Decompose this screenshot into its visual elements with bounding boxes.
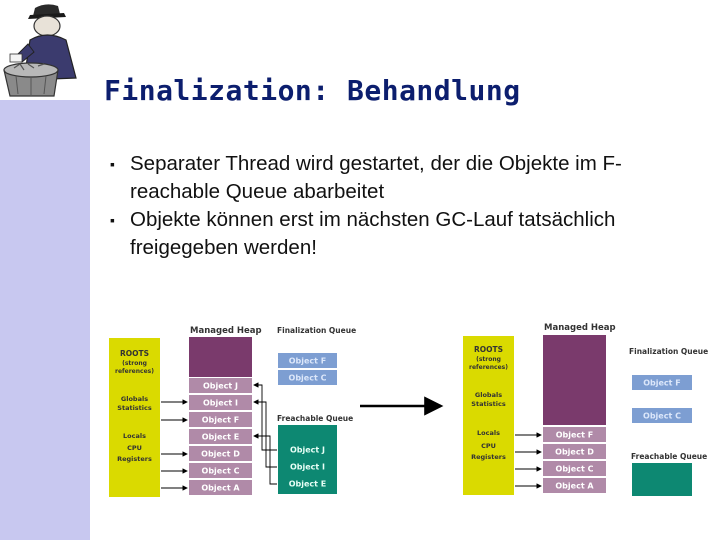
heap-objects: Object J Object I Object F Object E Object D… bbox=[189, 378, 252, 495]
globals-label: Globals bbox=[121, 395, 148, 403]
freachable-object-label: Object I bbox=[290, 463, 325, 472]
heap-object bbox=[189, 463, 252, 478]
freachable-object-label: Object E bbox=[289, 480, 327, 489]
freachable-object bbox=[278, 442, 337, 457]
roots-label: (strong bbox=[122, 360, 147, 367]
finalization-object bbox=[632, 375, 692, 390]
statistics-label: Statistics bbox=[117, 404, 152, 412]
finalization-queue-label: Finalization Queue bbox=[277, 326, 356, 335]
freachable-object bbox=[278, 459, 337, 474]
heap-object-label: Object A bbox=[555, 482, 594, 491]
freachable-queue-label: Freachable Queue bbox=[631, 452, 707, 461]
heap-free-space bbox=[189, 337, 252, 377]
heap-free-space bbox=[543, 335, 606, 425]
heap-object bbox=[189, 429, 252, 444]
heap-object-label: Object F bbox=[202, 416, 240, 425]
roots-label: ROOTS bbox=[474, 345, 503, 354]
bullet-item: ▪ Objekte können erst im nächsten GC-Lau… bbox=[110, 206, 700, 262]
heap-object-label: Object C bbox=[556, 465, 594, 474]
freachable-arrow bbox=[253, 433, 277, 485]
freachable-queue-objects: Object J Object I Object E bbox=[278, 442, 337, 491]
garbage-collector-clipart bbox=[0, 0, 90, 100]
freachable-object-label: Object J bbox=[290, 446, 325, 455]
freachable-object bbox=[278, 476, 337, 491]
roots-box bbox=[463, 336, 514, 495]
heap-object-label: Object A bbox=[201, 484, 240, 493]
cpu-label: CPU bbox=[481, 442, 496, 450]
finalization-queue-label: Finalization Queue bbox=[629, 347, 708, 356]
bullet-item: ▪ Separater Thread wird gestartet, der d… bbox=[110, 150, 700, 206]
bullet-list: ▪ Separater Thread wird gestartet, der d… bbox=[110, 150, 700, 262]
registers-label: Registers bbox=[117, 455, 152, 463]
heap-object bbox=[543, 461, 606, 476]
finalization-queue-objects: Object F Object C bbox=[278, 353, 337, 385]
heap-object-label: Object D bbox=[201, 450, 240, 459]
finalization-object bbox=[278, 370, 337, 385]
heap-object bbox=[189, 480, 252, 495]
bullet-square-icon: ▪ bbox=[110, 156, 115, 172]
managed-heap-label: Managed Heap bbox=[190, 326, 262, 336]
globals-label: Globals bbox=[475, 391, 502, 399]
finalization-object-label: Object F bbox=[643, 379, 681, 388]
finalization-object bbox=[632, 408, 692, 423]
roots-label: (strong bbox=[476, 356, 501, 363]
roots-box bbox=[109, 338, 160, 497]
bullet-text: Separater Thread wird gestartet, der die… bbox=[130, 152, 622, 203]
right-diagram: Managed Heap Finalization Queue ROOTS (s… bbox=[463, 323, 708, 496]
finalization-object bbox=[278, 353, 337, 368]
roots-label: references) bbox=[469, 364, 508, 371]
roots-label: references) bbox=[115, 368, 154, 375]
statistics-label: Statistics bbox=[471, 400, 506, 408]
slide-title: Finalization: Behandlung bbox=[104, 74, 521, 107]
heap-objects: Object F Object D Object C Object A bbox=[543, 427, 606, 493]
freachable-queue-label: Freachable Queue bbox=[277, 414, 353, 423]
bullet-square-icon: ▪ bbox=[110, 212, 115, 228]
roots-label: ROOTS bbox=[120, 349, 149, 358]
heap-object bbox=[543, 444, 606, 459]
left-diagram: Managed Heap Finalization Queue ROOTS (s… bbox=[109, 326, 356, 497]
heap-object-label: Object C bbox=[202, 467, 240, 476]
heap-object-label: Object I bbox=[203, 399, 238, 408]
freachable-arrow bbox=[253, 399, 277, 468]
heap-object bbox=[189, 378, 252, 393]
heap-object bbox=[189, 446, 252, 461]
finalization-object-label: Object C bbox=[643, 412, 681, 421]
heap-object-label: Object F bbox=[556, 431, 594, 440]
heap-object-label: Object E bbox=[202, 433, 240, 442]
freachable-queue bbox=[632, 463, 692, 496]
heap-object bbox=[543, 478, 606, 493]
cpu-label: CPU bbox=[127, 444, 142, 452]
heap-object bbox=[189, 395, 252, 410]
finalization-object-label: Object C bbox=[289, 374, 327, 383]
heap-object-label: Object D bbox=[555, 448, 594, 457]
finalization-object-label: Object F bbox=[289, 357, 327, 366]
locals-label: Locals bbox=[123, 432, 146, 440]
bullet-text: Objekte können erst im nächsten GC-Lauf … bbox=[130, 208, 616, 259]
heap-object bbox=[189, 412, 252, 427]
heap-object bbox=[543, 427, 606, 442]
heap-object-label: Object J bbox=[203, 382, 238, 391]
freachable-arrow bbox=[253, 382, 277, 451]
locals-label: Locals bbox=[477, 429, 500, 437]
finalization-queue-objects: Object F Object C bbox=[632, 375, 692, 423]
managed-heap-label: Managed Heap bbox=[544, 323, 616, 333]
registers-label: Registers bbox=[471, 453, 506, 461]
